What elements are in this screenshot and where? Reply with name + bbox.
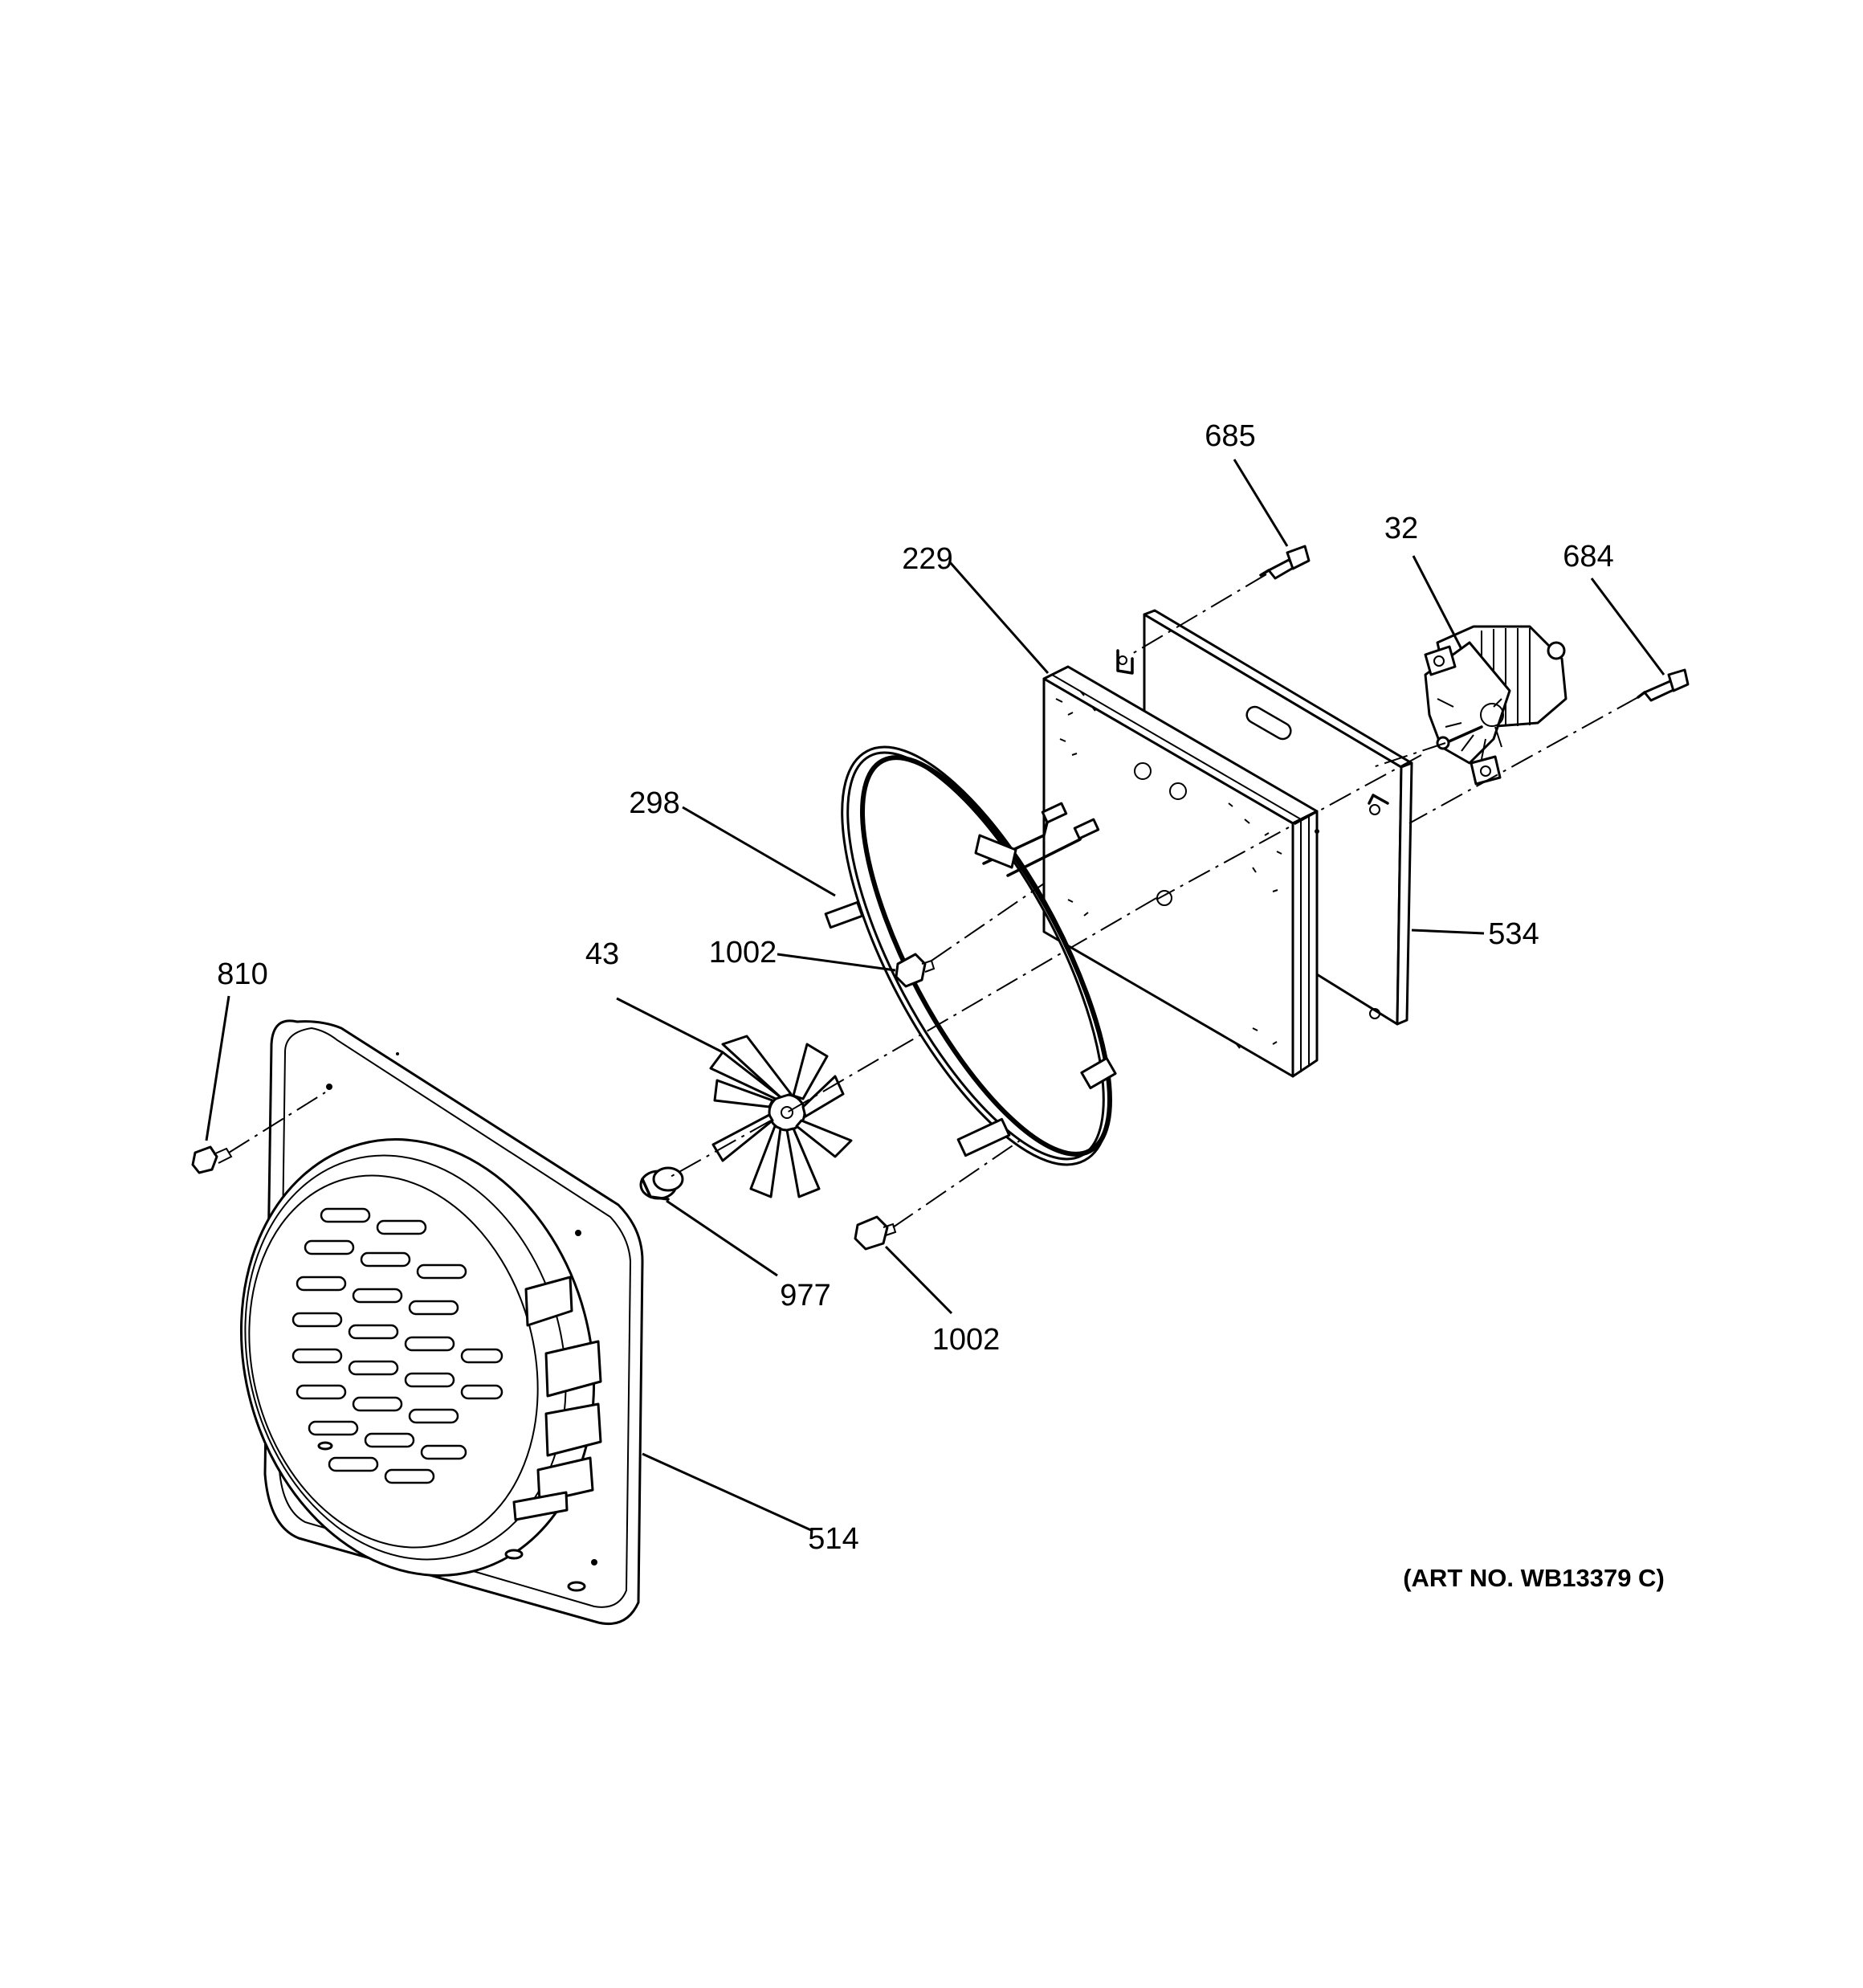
assembly-lines [228,574,1639,1228]
label-977: 977 [780,1279,830,1312]
screw-684 [1637,668,1690,702]
screw-1002-lower [854,1215,897,1251]
label-43: 43 [585,937,619,971]
screw-810 [191,1145,233,1174]
label-684: 684 [1563,540,1613,574]
label-810: 810 [217,957,267,991]
label-534: 534 [1488,917,1539,951]
fan-blade-43 [709,1035,853,1198]
label-685: 685 [1205,419,1255,453]
leader-lines [205,459,1665,1532]
screw-685 [1259,545,1311,580]
nut-977 [639,1166,684,1201]
fan-cover-514 [239,1019,644,1626]
vent-slots [291,1207,503,1484]
insulation-229 [1042,665,1319,1078]
screw-1002-upper [895,953,936,988]
heating-element-298 [824,745,1117,1166]
label-229: 229 [902,542,952,576]
label-1002-lower: 1002 [932,1323,1001,1357]
label-514: 514 [808,1522,858,1556]
motor-32 [1424,625,1567,786]
insulation-texture [1055,690,1282,1049]
label-298: 298 [629,786,679,820]
label-1002-upper: 1002 [709,936,777,970]
callout-labels: 685 229 32 684 298 1002 534 810 43 977 1… [217,419,1613,1556]
art-number: (ART NO. WB13379 C) [1403,1564,1665,1592]
label-32: 32 [1384,512,1418,545]
